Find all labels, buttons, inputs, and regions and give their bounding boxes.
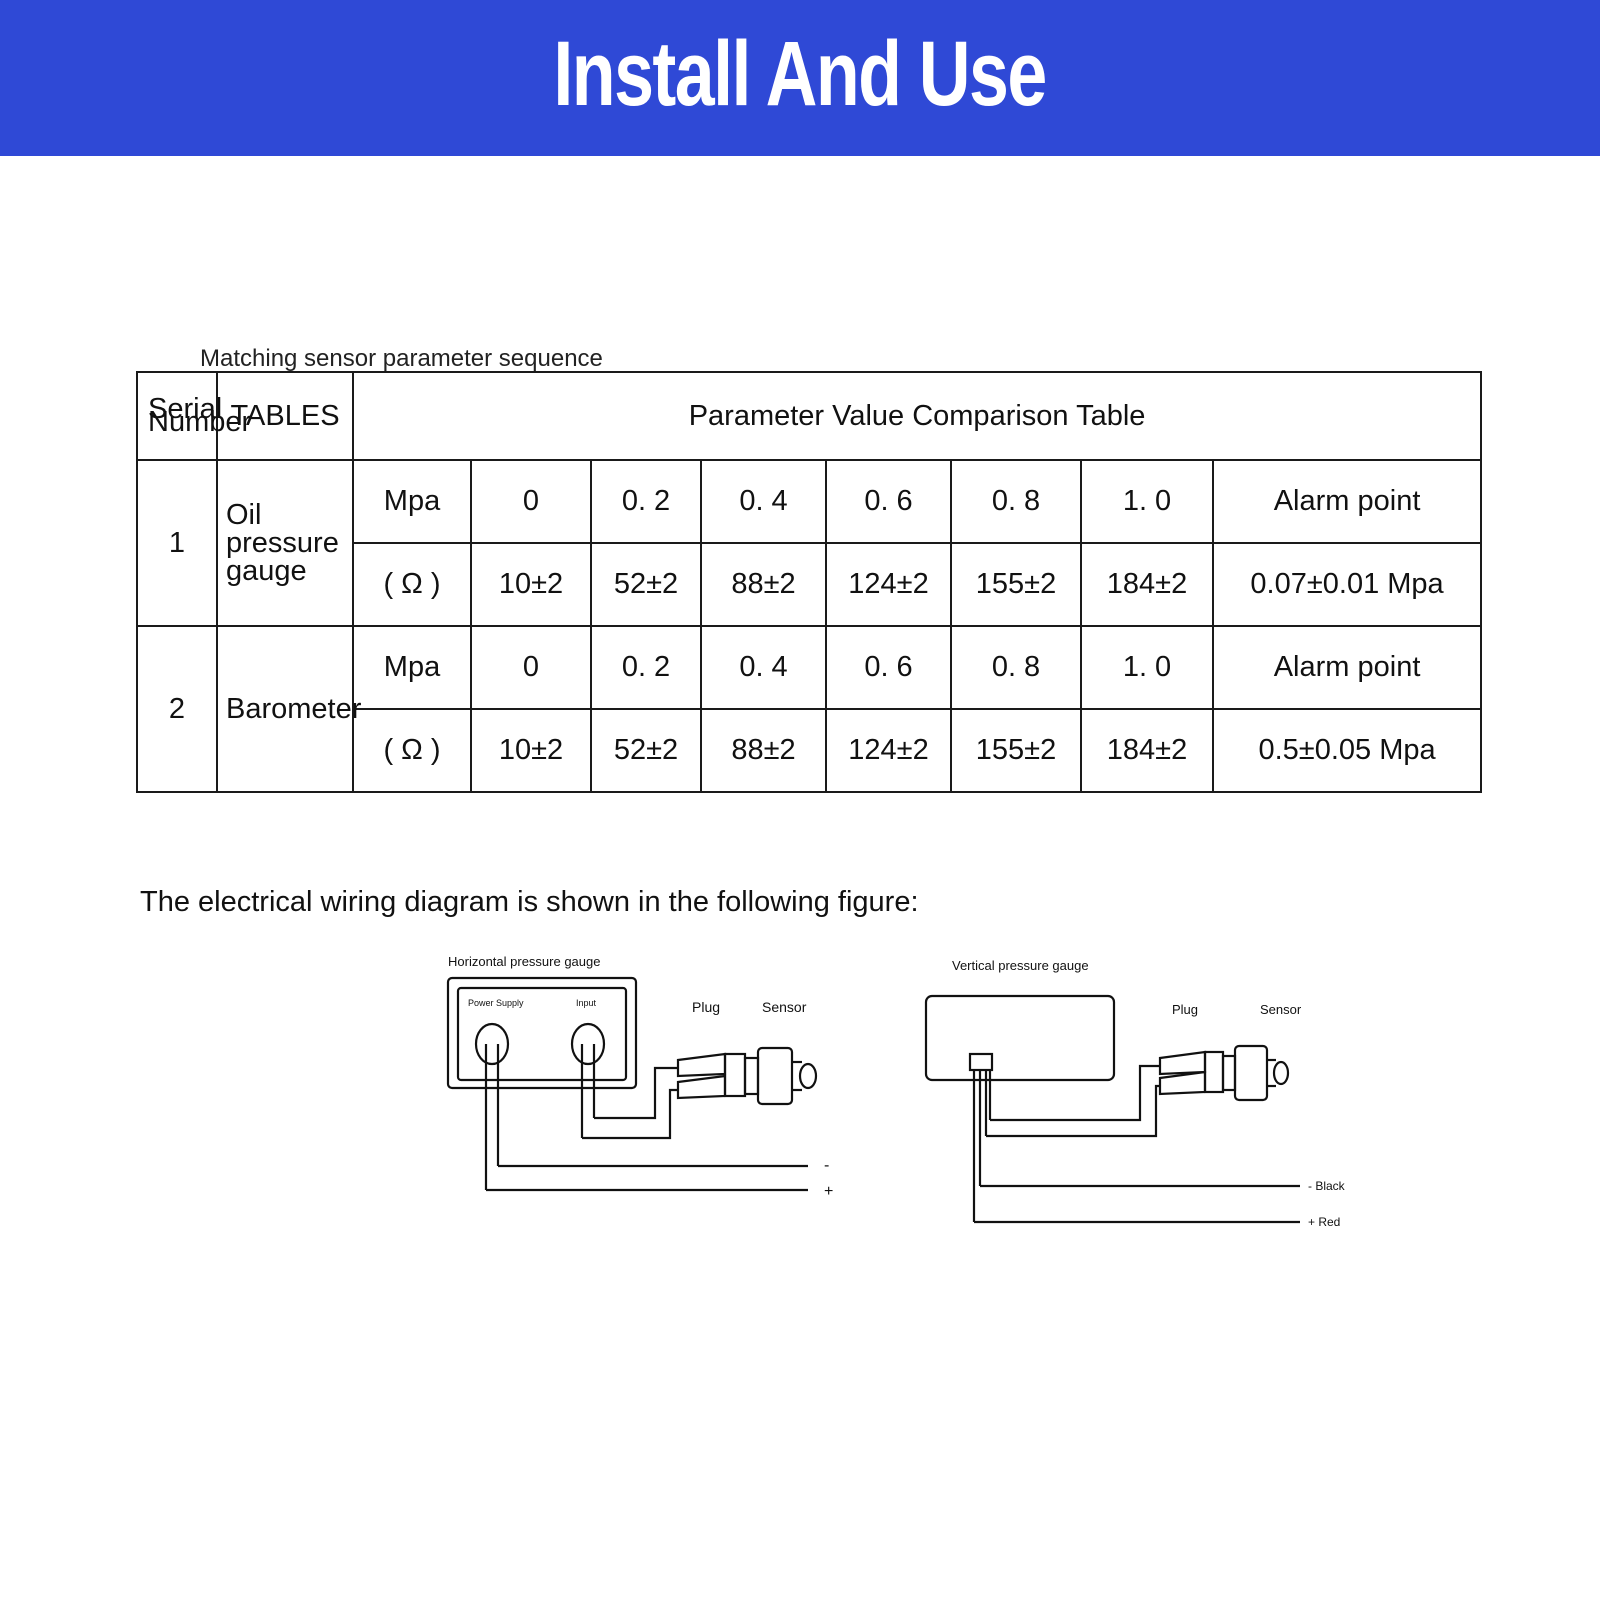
value-cell: 0. 6	[825, 625, 952, 710]
minus-label: -	[824, 1157, 829, 1174]
comparison-table-header: Parameter Value Comparison Table	[351, 371, 1483, 461]
vertical-gauge-title: Vertical pressure gauge	[952, 958, 1089, 973]
table-row: ( Ω ) 10±2 52±2 88±2 124±2 155±2 184±2 0…	[137, 542, 1483, 627]
red-wire-label: + Red	[1308, 1215, 1340, 1229]
vertical-wires	[974, 1064, 1300, 1224]
horizontal-plug-icon	[676, 1052, 747, 1100]
value-cell: 155±2	[950, 542, 1082, 627]
tables-header: TABLES	[216, 371, 354, 461]
table-row: 1 Oil pressure gauge Mpa 0 0. 2 0. 4 0. …	[136, 459, 1483, 627]
value-cell: 184±2	[1080, 708, 1214, 793]
serial-number-header: Serial Number	[136, 371, 251, 461]
value-cell: 10±2	[470, 708, 592, 793]
horizontal-gauge-title: Horizontal pressure gauge	[448, 954, 600, 969]
value-cell: 0. 4	[700, 625, 827, 710]
banner-title: Install And Use	[553, 22, 1048, 125]
value-cell: 52±2	[590, 708, 702, 793]
header-banner: Install And Use	[0, 0, 1600, 156]
serial-cell: 2	[136, 625, 218, 793]
horizontal-gauge-body	[446, 976, 638, 1090]
value-cell: 88±2	[700, 542, 827, 627]
wiring-description: The electrical wiring diagram is shown i…	[140, 886, 919, 918]
vertical-plug-icon	[1158, 1050, 1225, 1096]
gauge-name-cell: Oil pressure gauge	[216, 459, 354, 627]
unit-cell: Mpa	[352, 625, 472, 710]
alarm-point-header: Alarm point	[1211, 459, 1483, 544]
vertical-connector-icon	[968, 1052, 994, 1222]
value-cell: 88±2	[700, 708, 827, 793]
value-cell: 0	[470, 459, 592, 544]
horizontal-plug-label: Plug	[692, 999, 720, 1015]
vertical-gauge-body	[924, 994, 1116, 1082]
value-cell: 10±2	[470, 542, 592, 627]
table-header-row: Serial Number TABLES Parameter Value Com…	[136, 371, 1483, 461]
value-cell: 1. 0	[1080, 459, 1214, 544]
value-cell: 0	[470, 625, 592, 710]
value-cell: 0. 2	[590, 625, 702, 710]
table-row: ( Ω ) 10±2 52±2 88±2 124±2 155±2 184±2 0…	[137, 708, 1483, 793]
table-row: 2 Barometer Mpa 0 0. 2 0. 4 0. 6 0. 8 1.…	[136, 625, 1483, 793]
parameter-table: Serial Number TABLES Parameter Value Com…	[136, 371, 1483, 793]
alarm-point-value: 0.5±0.05 Mpa	[1211, 708, 1483, 793]
value-cell: 124±2	[825, 542, 952, 627]
value-cell: 52±2	[590, 542, 702, 627]
horizontal-sensor-icon	[743, 1046, 818, 1106]
table-caption: Matching sensor parameter sequence	[200, 345, 603, 372]
value-cell: 124±2	[825, 708, 952, 793]
value-cell: 184±2	[1080, 542, 1214, 627]
value-cell: 155±2	[950, 708, 1082, 793]
serial-cell: 1	[136, 459, 218, 627]
unit-cell: Mpa	[352, 459, 472, 544]
power-terminal-icon	[474, 1022, 510, 1190]
value-cell: 0. 6	[825, 459, 952, 544]
input-terminal-icon	[570, 1022, 606, 1138]
power-supply-label: Power Supply	[468, 998, 524, 1008]
value-cell: 0. 8	[950, 625, 1082, 710]
vertical-sensor-label: Sensor	[1260, 1002, 1302, 1017]
gauge-name-cell: Barometer	[216, 625, 361, 793]
black-wire-label: - Black	[1308, 1179, 1346, 1193]
value-cell: 1. 0	[1080, 625, 1214, 710]
value-cell: 0. 8	[950, 459, 1082, 544]
vertical-plug-label: Plug	[1172, 1002, 1198, 1017]
wiring-diagram: Horizontal pressure gauge Power Supply I…	[446, 954, 1346, 1229]
horizontal-sensor-label: Sensor	[762, 999, 807, 1015]
value-cell: 0. 4	[700, 459, 827, 544]
alarm-point-header: Alarm point	[1211, 625, 1483, 710]
plus-label: +	[824, 1183, 833, 1200]
input-label: Input	[576, 998, 597, 1008]
value-cell: 0. 2	[590, 459, 702, 544]
alarm-point-value: 0.07±0.01 Mpa	[1211, 542, 1483, 627]
unit-cell: ( Ω )	[352, 708, 472, 793]
vertical-sensor-icon	[1221, 1044, 1290, 1102]
unit-cell: ( Ω )	[352, 542, 472, 627]
horizontal-wires	[486, 1066, 808, 1192]
